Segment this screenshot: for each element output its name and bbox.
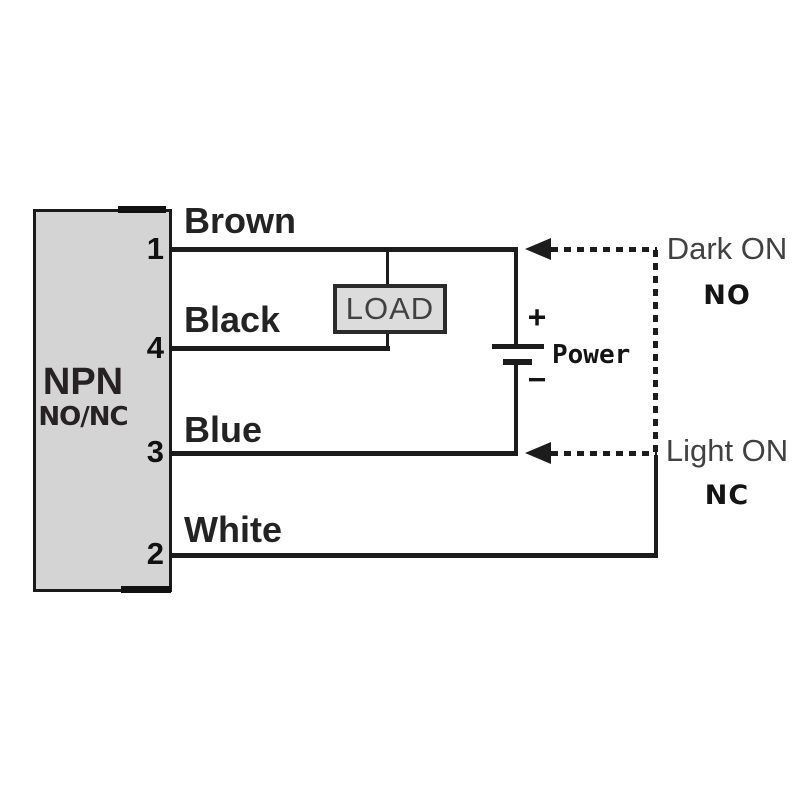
pin-number-4: 4 [146,330,164,365]
wire-label-brown: Brown [184,200,296,241]
brown-wire [172,247,518,252]
dark-on-arrow-icon [525,238,551,260]
pin-number-3: 3 [146,434,164,469]
blue-wire [172,451,518,456]
wire-label-blue: Blue [184,409,263,450]
mode-select-dashed-line [653,250,658,453]
sensor-type-label: NPN [42,361,124,403]
load-top-wire [386,250,389,285]
load-label: LOAD [345,291,435,326]
pin-number-2: 2 [146,536,164,571]
nc-return-wire [654,455,658,555]
battery-positive-wire [514,249,518,347]
load-box: LOAD [333,284,447,334]
battery-negative-wire [514,364,518,454]
light-on-mode-label: NC [704,480,750,511]
minus-sign: − [528,362,547,397]
dark-on-mode-label: NO [703,280,751,311]
dark-on-dashed-line [551,247,657,252]
black-wire [172,346,390,351]
power-label: Power [552,340,631,370]
sensor-bottom-notch [121,586,171,593]
white-wire [172,553,658,558]
wire-label-black: Black [184,299,281,340]
light-on-label: Light ON [665,433,789,468]
battery-positive-plate-icon [492,344,544,349]
sensor-top-notch [118,206,166,213]
plus-sign: + [528,300,547,335]
battery-negative-plate-icon [503,359,532,365]
light-on-dashed-line [551,451,657,456]
sensor-mode-label: NO/NC [38,402,128,432]
wire-label-white: White [184,509,282,550]
light-on-arrow-icon [525,442,551,464]
load-bottom-wire [386,332,389,350]
sensor-body [33,209,172,592]
dark-on-label: Dark ON [666,231,788,266]
pin-number-1: 1 [146,231,164,266]
